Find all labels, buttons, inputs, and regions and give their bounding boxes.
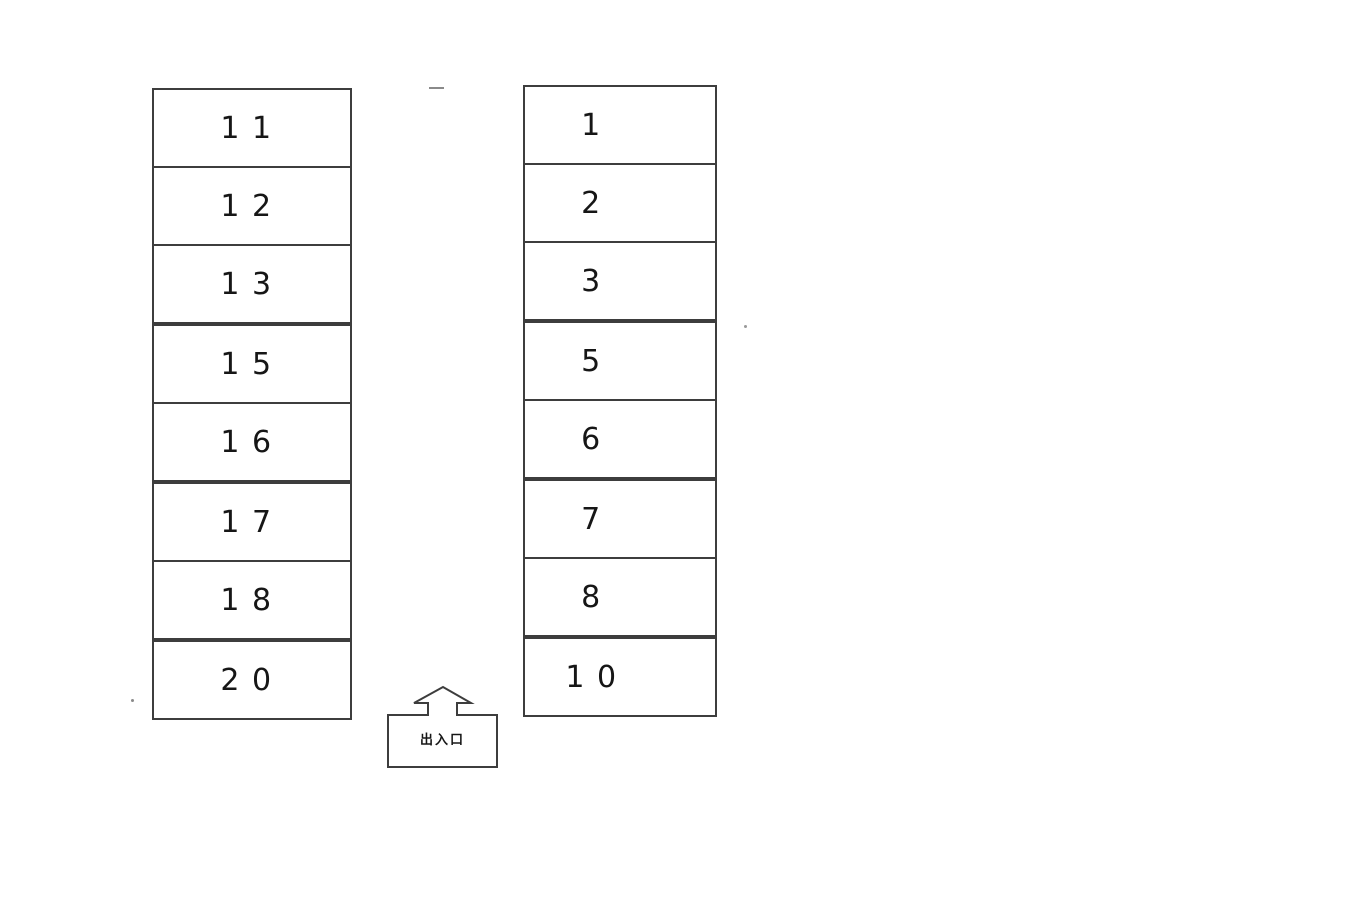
space-group: 5 6: [523, 321, 717, 479]
parking-space-8: 8: [525, 557, 715, 635]
parking-space-11: 11: [220, 110, 284, 146]
space-group: 20: [152, 640, 352, 720]
space-group: 10: [523, 637, 717, 717]
parking-space-17: 17: [220, 504, 284, 540]
entrance-arrow-icon: [387, 685, 498, 768]
scan-artifact-dot: [744, 325, 747, 328]
parking-space-13: 13: [154, 244, 350, 322]
parking-space-18: 18: [154, 560, 350, 638]
space-group: 11 12 13: [152, 88, 352, 324]
entrance-structure: 出入口: [383, 683, 499, 769]
parking-column-right: 1 2 3 5 6 7 8 10: [523, 85, 717, 717]
parking-space-20: 20: [220, 662, 284, 698]
parking-space-16: 16: [154, 402, 350, 480]
entrance-label: 出入口: [419, 733, 465, 748]
space-group: 1 2 3: [523, 85, 717, 321]
parking-space-7: 7: [581, 501, 613, 537]
space-group: 15 16: [152, 324, 352, 482]
parking-column-left: 11 12 13 15 16 17 18 20: [152, 88, 352, 720]
parking-space-6: 6: [525, 399, 715, 477]
scan-artifact-dash: [429, 87, 444, 89]
parking-space-15: 15: [220, 346, 284, 382]
parking-space-10: 10: [565, 659, 629, 695]
parking-space-12: 12: [154, 166, 350, 244]
scan-artifact-dot: [131, 699, 134, 702]
parking-space-1: 1: [581, 107, 613, 143]
parking-space-2: 2: [525, 163, 715, 241]
space-group: 17 18: [152, 482, 352, 640]
space-group: 7 8: [523, 479, 717, 637]
parking-space-5: 5: [581, 343, 613, 379]
parking-space-3: 3: [525, 241, 715, 319]
